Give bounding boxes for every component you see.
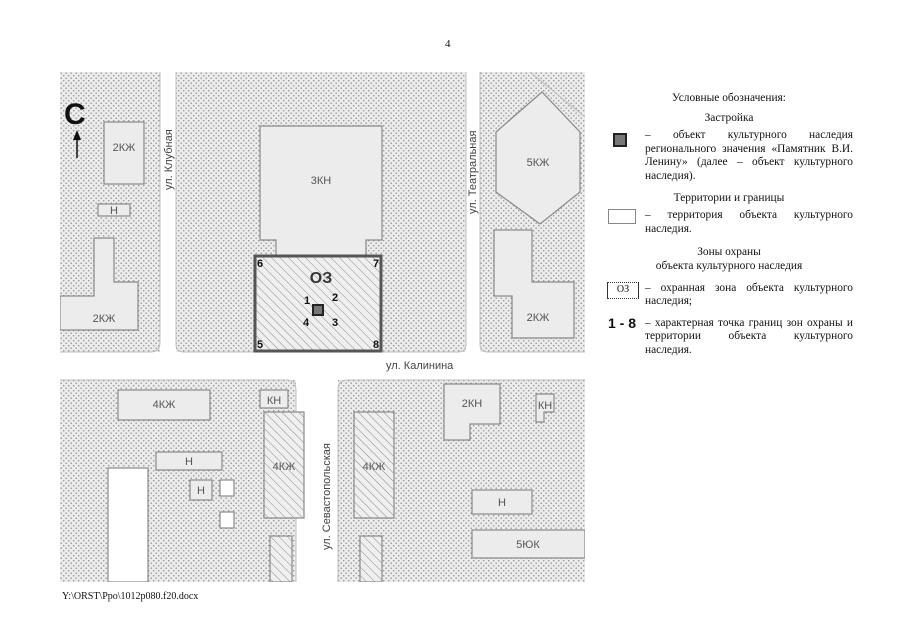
building-n-b	[189, 479, 213, 501]
monument-object	[312, 304, 324, 316]
protection-zone-oz	[253, 254, 383, 353]
svg-text:Н: Н	[498, 497, 506, 509]
svg-text:1: 1	[304, 295, 310, 307]
svg-text:2КЖ: 2КЖ	[527, 312, 550, 324]
svg-text:2: 2	[332, 292, 338, 304]
street-labels: ул. Клубная ул. Театральная ул. Калинина…	[163, 129, 479, 550]
svg-text:4КЖ: 4КЖ	[363, 461, 386, 473]
svg-text:4: 4	[303, 317, 310, 329]
svg-text:2КЖ: 2КЖ	[93, 313, 116, 325]
building-n-small	[97, 203, 131, 217]
building-4kzh-b	[263, 411, 305, 519]
svg-text:3КН: 3КН	[311, 175, 332, 187]
svg-text:8: 8	[373, 339, 379, 351]
buildings	[60, 91, 585, 582]
legend-section-buildings: Застройка	[704, 111, 754, 124]
building-2kzh-north	[103, 121, 145, 185]
building-labels: 2КЖ Н 2КЖ 3КН 5КЖ 2КЖ 4КЖ КН 4КЖ Н Н 4КЖ…	[93, 142, 553, 551]
legend-title: Условные обозначения:	[672, 92, 786, 104]
svg-text:2КН: 2КН	[462, 398, 483, 410]
legend-item-territory: – территория объекта культурного наследи…	[605, 209, 853, 236]
building-kn-b	[535, 393, 555, 423]
heritage-object-icon	[613, 133, 627, 148]
legend-item-points: 1 - 8 – характерная точка границ зон охр…	[607, 314, 853, 356]
building-2kn	[443, 383, 501, 441]
svg-text:2КЖ: 2КЖ	[113, 142, 136, 154]
boundary-points: 1 2 3 4 5 6 7 8	[257, 258, 379, 351]
boundary-points-symbol: 1 - 8	[607, 314, 636, 331]
svg-text:Н: Н	[110, 205, 118, 217]
building-5yuk	[471, 529, 585, 559]
svg-text:6: 6	[257, 258, 263, 270]
svg-text:5: 5	[257, 339, 263, 351]
svg-text:ул. Калинина: ул. Калинина	[386, 360, 454, 372]
legend-section-zones-2: объекта культурного наследия	[655, 259, 803, 272]
territory-icon	[608, 209, 636, 225]
svg-text:ул. Севастопольская: ул. Севастопольская	[321, 443, 333, 550]
svg-text:КН: КН	[538, 400, 552, 412]
building-2kzh-west	[60, 237, 139, 331]
svg-text:3: 3	[332, 317, 338, 329]
legend-section-territories: Территории и границы	[673, 191, 785, 204]
protection-zone-icon: ОЗ	[607, 281, 639, 299]
legend-item-oz: ОЗ – охранная зона объекта культурного н…	[605, 281, 853, 309]
svg-text:КН: КН	[267, 395, 281, 407]
building-4kzh-c	[353, 411, 395, 519]
north-arrow-icon: С	[64, 98, 86, 158]
legend-section-zones: Зоны охраны	[697, 246, 761, 259]
building-4kzh-a	[117, 389, 211, 421]
page-number: 4	[445, 38, 451, 50]
svg-text:ул. Театральная: ул. Театральная	[467, 131, 479, 214]
svg-text:4КЖ: 4КЖ	[153, 399, 176, 411]
legend-item-object: – объект культурного наследия региональн…	[605, 129, 853, 183]
svg-text:Н: Н	[185, 456, 193, 468]
building-kn-a	[259, 389, 289, 409]
svg-text:ул. Клубная: ул. Клубная	[163, 129, 175, 190]
building-n-a	[155, 451, 223, 471]
svg-text:5КЖ: 5КЖ	[527, 157, 550, 169]
building-2kzh-east	[493, 229, 575, 339]
building-3kn	[259, 125, 383, 257]
svg-text:С: С	[64, 98, 86, 131]
svg-text:Н: Н	[197, 485, 205, 497]
zone-label-oz: ОЗ	[310, 270, 332, 287]
building-5kzh	[495, 91, 581, 225]
map-legend: Условные обозначения: Застройка – объект…	[605, 92, 853, 358]
site-plan-map: 2КЖ Н 2КЖ 3КН 5КЖ 2КЖ 4КЖ КН 4КЖ Н Н 4КЖ…	[60, 72, 585, 582]
svg-text:4КЖ: 4КЖ	[273, 461, 296, 473]
file-path-footer: Y:\ORST\Ppo\1012p080.f20.docx	[62, 591, 199, 602]
building-n-c	[471, 489, 533, 515]
svg-text:5ЮК: 5ЮК	[516, 539, 540, 551]
svg-text:7: 7	[373, 258, 379, 270]
